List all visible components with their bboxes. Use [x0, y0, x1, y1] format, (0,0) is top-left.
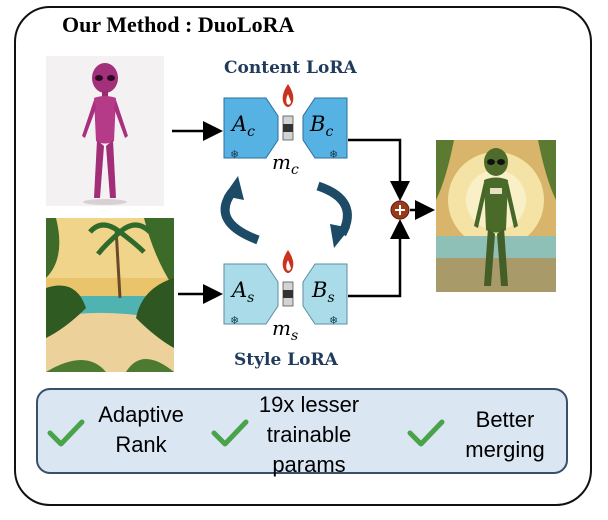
outer-frame: [14, 6, 592, 506]
feature-adaptive-rank: Adaptive Rank: [98, 402, 184, 457]
style-a-label: As: [232, 278, 255, 307]
content-b-block: [302, 97, 348, 159]
check-icon: [47, 419, 85, 447]
features-panel: [36, 388, 568, 474]
content-lora-module: ❄ ❄: [223, 84, 348, 161]
check-icon: [211, 419, 249, 447]
content-image: [46, 56, 164, 206]
feature-lesser-params: 19x lesser trainable params: [258, 392, 360, 477]
content-output-line: [348, 138, 410, 201]
style-b-label: Bs: [312, 278, 335, 307]
cycle-arrows-icon: [220, 176, 352, 248]
output-image: [436, 140, 556, 292]
style-snow-icon-b: ❄: [329, 314, 338, 327]
figure-title: Our Method : DuoLoRA: [62, 12, 295, 37]
content-m-label: mc: [272, 150, 299, 178]
style-snow-icon-a: ❄: [230, 314, 239, 327]
content-b-label: Bc: [310, 112, 334, 141]
feature-better-merging: Better merging: [465, 407, 545, 462]
content-snow-icon-b: ❄: [329, 148, 338, 161]
check-icon: [407, 419, 445, 447]
content-snow-icon-a: ❄: [230, 148, 239, 161]
style-output-line: [348, 219, 410, 298]
style-lora-module: ❄ ❄: [223, 250, 348, 327]
style-image: [46, 218, 174, 372]
style-b-block: [302, 263, 348, 325]
content-a-label: Ac: [232, 112, 256, 141]
content-a-block: [223, 97, 279, 159]
content-lora-label: Content LoRA: [224, 58, 357, 78]
style-a-block: [223, 263, 279, 325]
style-lora-label: Style LoRA: [234, 350, 338, 370]
style-m-label: ms: [272, 316, 299, 344]
